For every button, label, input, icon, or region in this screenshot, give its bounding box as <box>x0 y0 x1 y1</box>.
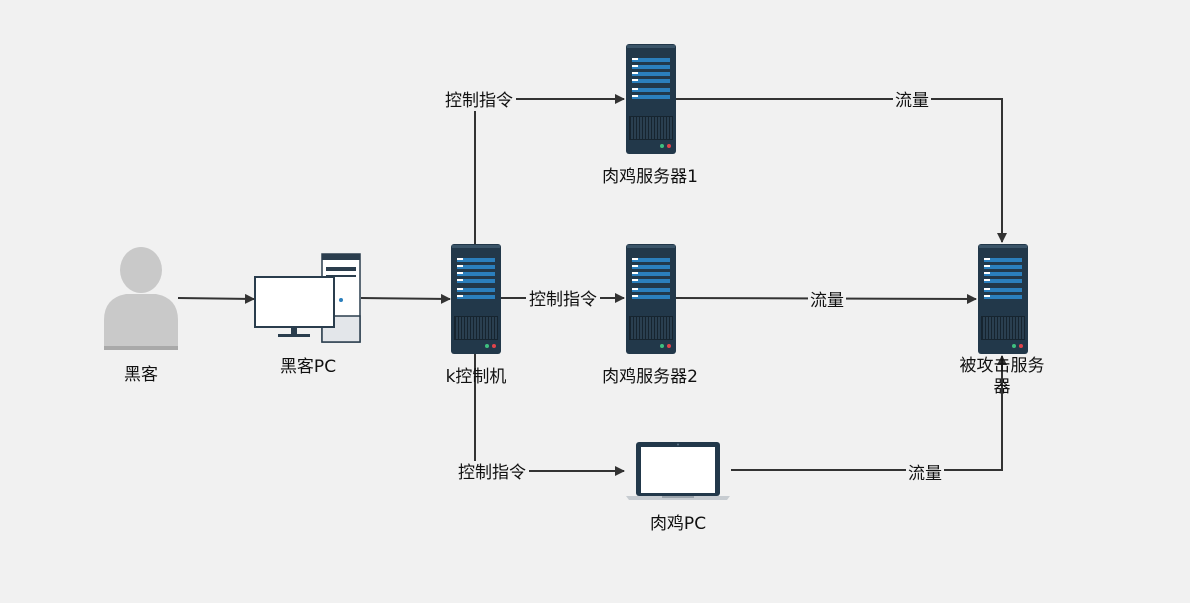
person-icon <box>104 247 178 350</box>
node-target: 被攻击服务 器 <box>960 243 1045 397</box>
node-zombie-server-1: 肉鸡服务器1 <box>602 43 698 187</box>
edge-pc-to-controller <box>360 293 451 304</box>
edge-hacker-to-pc <box>177 293 255 304</box>
edge-label-traffic-1: 流量 <box>893 89 931 111</box>
node-label: 黑客 <box>124 365 158 385</box>
edge-label-command-1: 控制指令 <box>442 89 516 111</box>
node-label: 黑客PC <box>280 357 336 377</box>
edge-label-command-2: 控制指令 <box>526 288 600 310</box>
server-icon <box>625 243 677 355</box>
edge-label-traffic-3: 流量 <box>906 461 944 484</box>
svg-text:流量: 流量 <box>908 464 942 484</box>
node-zombie-server-2: 肉鸡服务器2 <box>602 243 698 387</box>
edge-label-command-3: 控制指令 <box>455 461 529 483</box>
node-label: 肉鸡服务器2 <box>602 367 698 387</box>
svg-text:控制指令: 控制指令 <box>458 463 526 483</box>
node-label: 肉鸡PC <box>650 514 706 534</box>
svg-text:控制指令: 控制指令 <box>445 91 513 111</box>
edge-zombie-pc-to-target <box>731 355 1007 471</box>
edge-label-traffic-2: 流量 <box>808 288 846 311</box>
node-hacker: 黑客 <box>104 247 178 385</box>
node-label-line-1: 被攻击服务 <box>960 356 1045 376</box>
server-icon <box>977 243 1029 355</box>
svg-text:控制指令: 控制指令 <box>529 290 597 310</box>
node-label: k控制机 <box>446 367 507 387</box>
server-icon <box>625 43 677 155</box>
node-label: 肉鸡服务器1 <box>602 167 698 187</box>
svg-text:流量: 流量 <box>895 91 929 111</box>
node-controller: k控制机 <box>446 243 507 387</box>
desktop-computer-icon <box>254 253 361 343</box>
node-zombie-pc: 肉鸡PC <box>626 442 730 534</box>
server-icon <box>450 243 502 355</box>
node-label-line-2: 器 <box>994 377 1011 397</box>
svg-text:流量: 流量 <box>810 291 844 311</box>
edge-server1-to-target <box>676 98 1007 243</box>
node-hacker-pc: 黑客PC <box>254 253 361 377</box>
laptop-icon <box>626 442 730 500</box>
